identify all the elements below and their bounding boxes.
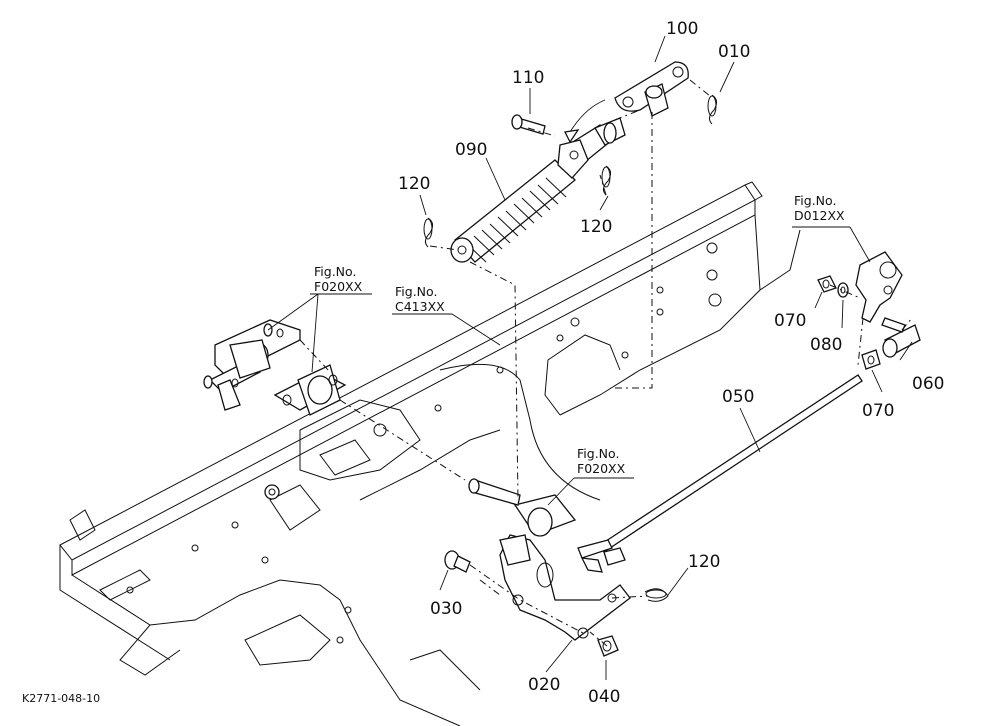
nut-040 xyxy=(597,635,619,657)
part-label-020: 020 xyxy=(528,675,561,695)
part-label-040: 040 xyxy=(588,687,621,707)
part-label-070-lower: 070 xyxy=(862,401,895,421)
figure-ref-title: Fig.No. xyxy=(577,446,620,461)
figure-ref-F020XX-center: Fig.No. F020XX xyxy=(577,446,625,476)
nut-070-lower xyxy=(861,349,881,370)
figure-ref-title: Fig.No. xyxy=(314,264,357,279)
figure-ref-number: C413XX xyxy=(395,299,445,314)
bracket-F020XX-right xyxy=(273,364,347,416)
part-label-060: 060 xyxy=(912,374,945,394)
figure-ref-title: Fig.No. xyxy=(794,193,837,208)
washer-080 xyxy=(837,282,849,298)
figure-ref-number: F020XX xyxy=(577,461,626,476)
rotation-arrow xyxy=(569,99,606,133)
part-label-120-mid: 120 xyxy=(580,217,613,237)
lever-020 xyxy=(499,534,631,641)
part-label-120-left: 120 xyxy=(398,174,431,194)
part-label-100: 100 xyxy=(666,19,699,39)
part-label-050: 050 xyxy=(722,387,755,407)
diagram-code: K2771-048-10 xyxy=(22,692,101,705)
bolt-030 xyxy=(444,550,471,573)
figure-ref-D012XX: Fig.No. D012XX xyxy=(794,193,845,223)
snap-pin-120-mid xyxy=(601,165,612,196)
pin-110 xyxy=(511,114,546,135)
part-label-110: 110 xyxy=(512,68,545,88)
part-label-070-upper: 070 xyxy=(774,311,807,331)
leader-lines xyxy=(267,35,913,680)
bracket-F020XX-left xyxy=(203,319,301,411)
gas-spring-090 xyxy=(450,117,626,263)
snap-pin-120-left xyxy=(423,217,434,248)
snap-pin-120-bottom xyxy=(644,588,669,602)
figure-ref-F020XX-left: Fig.No. F020XX xyxy=(314,264,362,294)
figure-ref-C413XX: Fig.No. C413XX xyxy=(395,284,445,314)
bracket-D012XX xyxy=(855,251,903,323)
rotation-arrowhead xyxy=(564,129,580,144)
part-label-080: 080 xyxy=(810,335,843,355)
rod-050 xyxy=(577,374,863,573)
center-lines xyxy=(299,79,913,647)
shaft-fitting xyxy=(468,478,577,566)
part-label-010: 010 xyxy=(718,42,751,62)
figure-ref-number: D012XX xyxy=(794,208,845,223)
figure-ref-number: F020XX xyxy=(314,279,363,294)
part-label-120-bottom: 120 xyxy=(688,552,721,572)
part-label-030: 030 xyxy=(430,599,463,619)
figure-ref-title: Fig.No. xyxy=(395,284,438,299)
joint-060 xyxy=(881,317,921,358)
bracket-100 xyxy=(614,61,689,117)
frame-outline xyxy=(59,181,801,726)
snap-pin-010 xyxy=(707,94,718,125)
part-label-090: 090 xyxy=(455,140,488,160)
nut-070-upper xyxy=(817,275,837,293)
